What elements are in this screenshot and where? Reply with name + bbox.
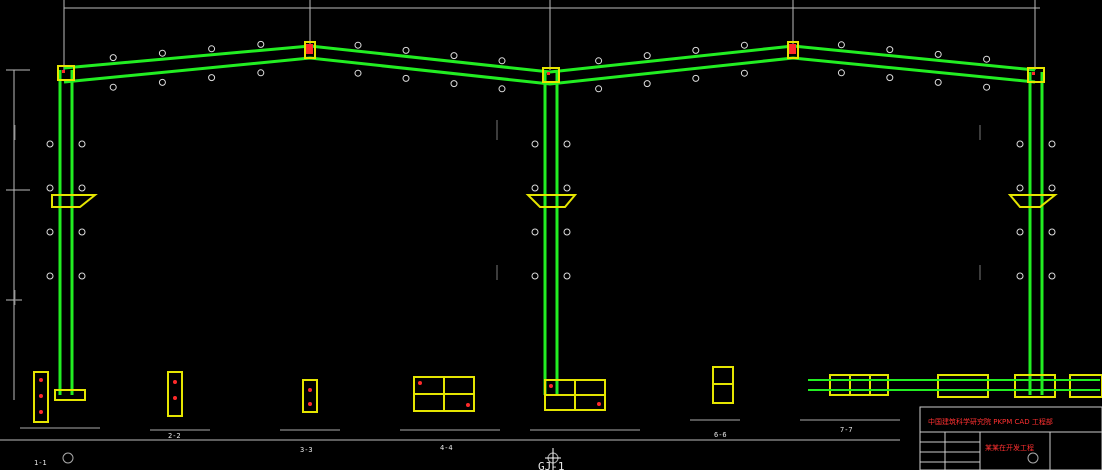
bolt-mark (1048, 272, 1056, 280)
bolt-mark (109, 83, 117, 91)
bolt-mark (46, 140, 54, 148)
bolt-mark (402, 74, 410, 82)
bolt-mark (46, 228, 54, 236)
bolt-mark (837, 41, 845, 49)
bolt-mark (643, 80, 651, 88)
bolt-mark (78, 140, 86, 148)
annotation-bolt-marks (46, 40, 1056, 280)
bolt-mark (498, 85, 506, 93)
bolt-mark (1016, 228, 1024, 236)
bolt-joints-red (62, 44, 1035, 75)
bolt-mark (531, 140, 539, 148)
section-label-4-4: 4-4 (440, 444, 453, 452)
guide-lines (14, 120, 981, 305)
bolt-mark (692, 74, 700, 82)
bolt-mark (1016, 272, 1024, 280)
bolt-mark (498, 57, 506, 65)
bolt-mark (354, 69, 362, 77)
bolt-mark (563, 184, 571, 192)
bolt-mark (78, 184, 86, 192)
crosshair-cursor-icon (545, 448, 561, 470)
bolt-mark (595, 85, 603, 93)
title-block (919, 406, 1102, 470)
bolt-mark (450, 52, 458, 60)
bolt-mark (740, 69, 748, 77)
bolt-mark (886, 46, 894, 54)
bolt-mark (531, 184, 539, 192)
portal-frame (58, 44, 1044, 395)
bolt-mark (402, 46, 410, 54)
bolt-mark (46, 272, 54, 280)
title-block-institute: 中国建筑科学研究院 PKPM CAD 工程部 (928, 417, 1053, 426)
drawing-mark: GJ-1 (538, 460, 565, 470)
bolt-mark (692, 46, 700, 54)
base-bolts-red (39, 378, 601, 414)
bolt-mark (208, 74, 216, 82)
base-green-members (808, 379, 1100, 391)
bolt-mark (1048, 184, 1056, 192)
bolt-mark (158, 49, 166, 57)
bolt-mark (257, 69, 265, 77)
bolt-mark (208, 45, 216, 53)
section-label-2-2: 2-2 (168, 432, 181, 440)
bolt-mark (983, 83, 991, 91)
bolt-mark (983, 55, 991, 63)
bolt-mark (78, 272, 86, 280)
section-label-6-6: 6-6 (714, 431, 727, 439)
bolt-mark (740, 41, 748, 49)
bolt-mark (158, 78, 166, 86)
title-block-project: 某某在开发工程 (985, 443, 1034, 452)
bolt-mark (78, 228, 86, 236)
bolt-mark (934, 50, 942, 58)
left-elevation-dimension (0, 69, 900, 441)
bolt-mark (46, 184, 54, 192)
bolt-mark (450, 80, 458, 88)
top-dimension-line (63, 0, 1040, 70)
joint-details (51, 41, 1058, 208)
bolt-mark (563, 272, 571, 280)
section-label-3-3: 3-3 (300, 446, 313, 454)
bolt-mark (1048, 228, 1056, 236)
bolt-mark (837, 69, 845, 77)
bolt-mark (643, 52, 651, 60)
bolt-mark (109, 54, 117, 62)
bolt-mark (1016, 184, 1024, 192)
bolt-mark (934, 78, 942, 86)
section-label-7-7: 7-7 (840, 426, 853, 434)
bolt-mark (563, 140, 571, 148)
bolt-mark (354, 41, 362, 49)
bolt-mark (1048, 140, 1056, 148)
bolt-mark (595, 57, 603, 65)
section-dimension-lines (20, 419, 1039, 464)
bolt-mark (531, 272, 539, 280)
bolt-mark (886, 74, 894, 82)
bolt-mark (1016, 140, 1024, 148)
bolt-mark (563, 228, 571, 236)
section-label-1-1: 1-1 (34, 459, 47, 467)
base-details (33, 366, 1102, 423)
bolt-mark (257, 40, 265, 48)
bolt-mark (531, 228, 539, 236)
